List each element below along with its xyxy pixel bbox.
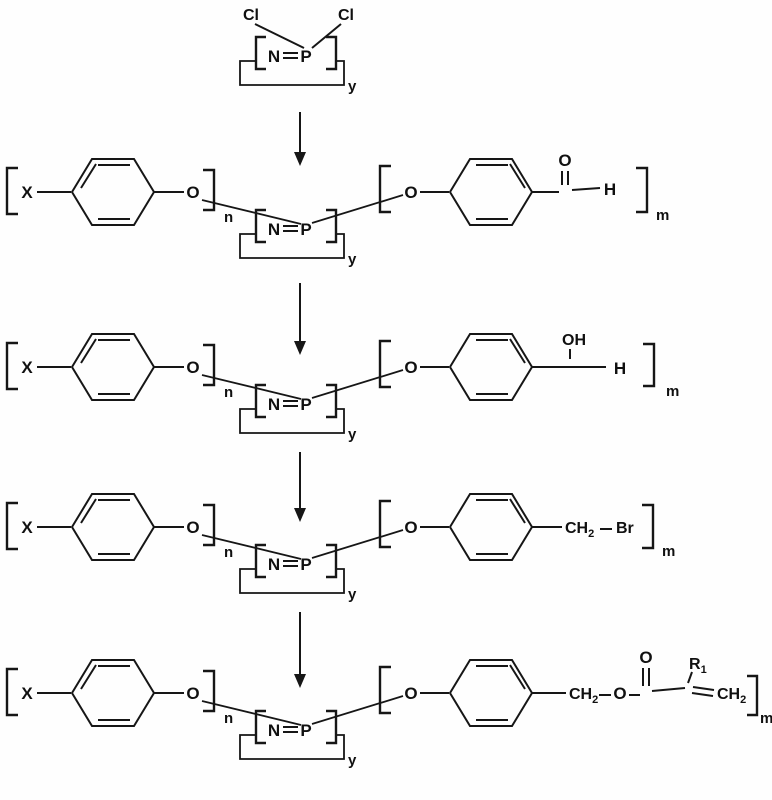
benzene-ring xyxy=(70,158,156,226)
hydroxymethyl-group: OH H xyxy=(532,332,626,378)
benzene-ring xyxy=(448,659,534,727)
phosphorus-label: P xyxy=(300,395,311,414)
repeat-box xyxy=(239,60,345,86)
bond-cl-p xyxy=(254,23,305,49)
hydroxyl-label: OH xyxy=(562,332,586,349)
hydrogen-label: H xyxy=(604,180,616,199)
x-end-group-label: X xyxy=(21,183,33,202)
step3-alcohol-polymer: X O n N P y O xyxy=(5,332,679,443)
x-end-group-label: X xyxy=(21,518,33,537)
alcohol-right-unit: O OH H m xyxy=(311,332,679,401)
phosphorus-label: P xyxy=(300,220,311,239)
aryloxy-left-unit: X O n xyxy=(5,493,302,561)
methylene-label: CH2 xyxy=(569,686,598,706)
aryloxy-left-unit: X O n xyxy=(5,333,302,401)
phosphorus-label: P xyxy=(300,721,311,740)
aryloxy-left-unit: X O n xyxy=(5,659,302,727)
r1-substituent-label: R1 xyxy=(689,656,707,676)
aryloxy-left-unit: X O n xyxy=(5,158,302,226)
bond-p-o xyxy=(311,194,404,224)
carbonyl-oxygen-label: O xyxy=(639,648,652,667)
open-bracket xyxy=(378,164,391,214)
x-end-group-label: X xyxy=(21,358,33,377)
phosphazene-repeat-unit: N P y xyxy=(239,383,357,443)
repeat-m-label: m xyxy=(666,383,679,400)
repeat-y-label: y xyxy=(348,752,357,769)
acrylate-right-unit: O CH2 O O R1 xyxy=(311,648,772,727)
oxygen-label: O xyxy=(404,358,417,377)
oxygen-label: O xyxy=(404,183,417,202)
hydrogen-label: H xyxy=(614,359,626,378)
repeat-y-label: y xyxy=(348,78,357,95)
nitrogen-label: N xyxy=(268,220,280,239)
carbonyl-oxygen-label: O xyxy=(558,151,571,170)
close-bracket xyxy=(326,35,338,71)
open-bracket xyxy=(254,35,266,71)
phosphazene-repeat-unit: N P y xyxy=(239,35,357,95)
methylene-label: CH2 xyxy=(717,686,746,706)
phosphazene-repeat-unit: N P y xyxy=(239,208,357,268)
repeat-n-label: n xyxy=(224,544,233,561)
phosphorus-label: P xyxy=(300,555,311,574)
bromine-label: Br xyxy=(616,520,634,537)
repeat-y-label: y xyxy=(348,426,357,443)
ester-group: CH2 O O xyxy=(532,648,653,706)
reaction-arrow-2 xyxy=(294,283,306,355)
open-bracket xyxy=(5,166,18,216)
phosphazene-repeat-unit: N P y xyxy=(239,543,357,603)
phosphazene-repeat-unit: N P y xyxy=(239,709,357,769)
vinyl-group: R1 CH2 xyxy=(651,656,746,706)
step5-acrylate-polymer: X O n N P y O xyxy=(5,648,772,769)
bromomethyl-group: CH2 Br xyxy=(532,520,634,540)
step2-aldehyde-polymer: X O n N P y O xyxy=(5,151,669,268)
nitrogen-label: N xyxy=(268,395,280,414)
chlorine-label: Cl xyxy=(338,7,354,24)
repeat-m-label: m xyxy=(760,710,772,727)
benzene-ring xyxy=(70,493,156,561)
close-bracket xyxy=(203,168,216,212)
oxygen-label: O xyxy=(186,358,199,377)
phosphorus-label: P xyxy=(300,47,311,66)
nitrogen-label: N xyxy=(268,555,280,574)
repeat-y-label: y xyxy=(348,586,357,603)
chlorine-label: Cl xyxy=(243,7,259,24)
aldehyde-right-unit: O O H m xyxy=(311,151,669,226)
bond-o-p xyxy=(201,199,302,225)
step1-dichlorophosphazene: Cl Cl N P y xyxy=(239,7,357,95)
bromide-right-unit: O CH2 Br m xyxy=(311,493,675,561)
benzene-ring xyxy=(448,158,534,226)
oxygen-label: O xyxy=(404,518,417,537)
aldehyde-group: O H xyxy=(532,151,616,199)
benzene-ring xyxy=(70,333,156,401)
nitrogen-label: N xyxy=(268,721,280,740)
step4-bromide-polymer: X O n N P y O xyxy=(5,493,675,603)
repeat-y-label: y xyxy=(348,251,357,268)
benzene-ring xyxy=(70,659,156,727)
repeat-n-label: n xyxy=(224,384,233,401)
repeat-n-label: n xyxy=(224,710,233,727)
oxygen-label: O xyxy=(186,684,199,703)
ester-oxygen-label: O xyxy=(613,684,626,703)
oxygen-label: O xyxy=(404,684,417,703)
close-bracket xyxy=(636,166,649,214)
benzene-ring xyxy=(448,493,534,561)
oxygen-label: O xyxy=(186,518,199,537)
methylene-label: CH2 xyxy=(565,520,594,540)
reaction-arrow-4 xyxy=(294,612,306,688)
reaction-arrow-1 xyxy=(294,112,306,166)
repeat-n-label: n xyxy=(224,209,233,226)
benzene-ring xyxy=(448,333,534,401)
repeat-m-label: m xyxy=(656,207,669,224)
oxygen-label: O xyxy=(186,183,199,202)
nitrogen-label: N xyxy=(268,47,280,66)
reaction-arrow-3 xyxy=(294,452,306,522)
repeat-m-label: m xyxy=(662,543,675,560)
x-end-group-label: X xyxy=(21,684,33,703)
